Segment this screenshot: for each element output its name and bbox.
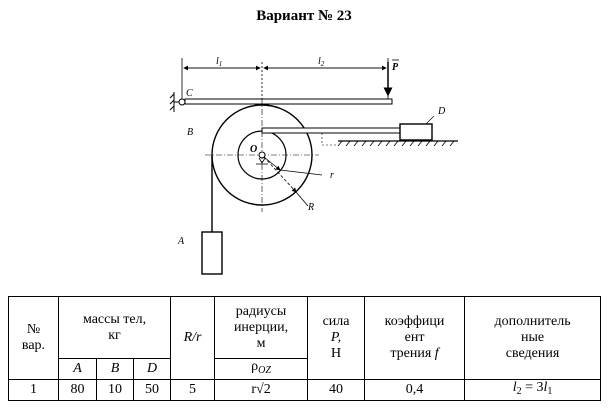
cell-extra: l2 = 3l1 <box>464 379 602 401</box>
hinge-c <box>178 98 186 106</box>
cell-force: 40 <box>307 379 366 401</box>
page-title: Вариант № 23 <box>256 8 352 24</box>
header-mass-b: B <box>96 358 134 380</box>
label-c: C <box>186 88 193 99</box>
label-big-r: R <box>307 202 314 213</box>
l1-label: l1 <box>216 56 222 68</box>
label-b: B <box>187 127 193 138</box>
cell-mass-a: 80 <box>58 379 97 401</box>
cell-rho: r√2 <box>214 379 309 401</box>
label-a: A <box>177 236 185 247</box>
body-d <box>399 123 433 141</box>
label-o: O <box>250 144 257 155</box>
mechanism-figure: l1 l2 P C O B r R A D <box>169 56 458 275</box>
dimension-lines <box>181 58 389 100</box>
label-r: r <box>330 170 334 181</box>
body-a <box>201 231 223 275</box>
l2-label: l2 <box>318 56 325 68</box>
lever-beam <box>184 98 393 105</box>
header-rho: ρOZ <box>214 358 309 380</box>
rope-d <box>261 127 401 134</box>
axis-o <box>258 151 266 159</box>
label-d: D <box>437 106 446 117</box>
header-masses: массы тел,кг <box>57 296 172 359</box>
ground <box>337 140 458 147</box>
force-p-label: P <box>392 62 399 73</box>
cell-ratio: 5 <box>170 379 216 401</box>
cell-mass-b: 10 <box>96 379 134 401</box>
header-mass-d: D <box>132 358 172 380</box>
header-mass-a: A <box>58 358 97 380</box>
wall-support <box>169 92 180 112</box>
cell-mass-d: 50 <box>132 379 172 401</box>
cell-variant: 1 <box>8 379 59 401</box>
cell-coef: 0,4 <box>364 379 466 401</box>
header-ratio: R/r <box>170 296 216 380</box>
